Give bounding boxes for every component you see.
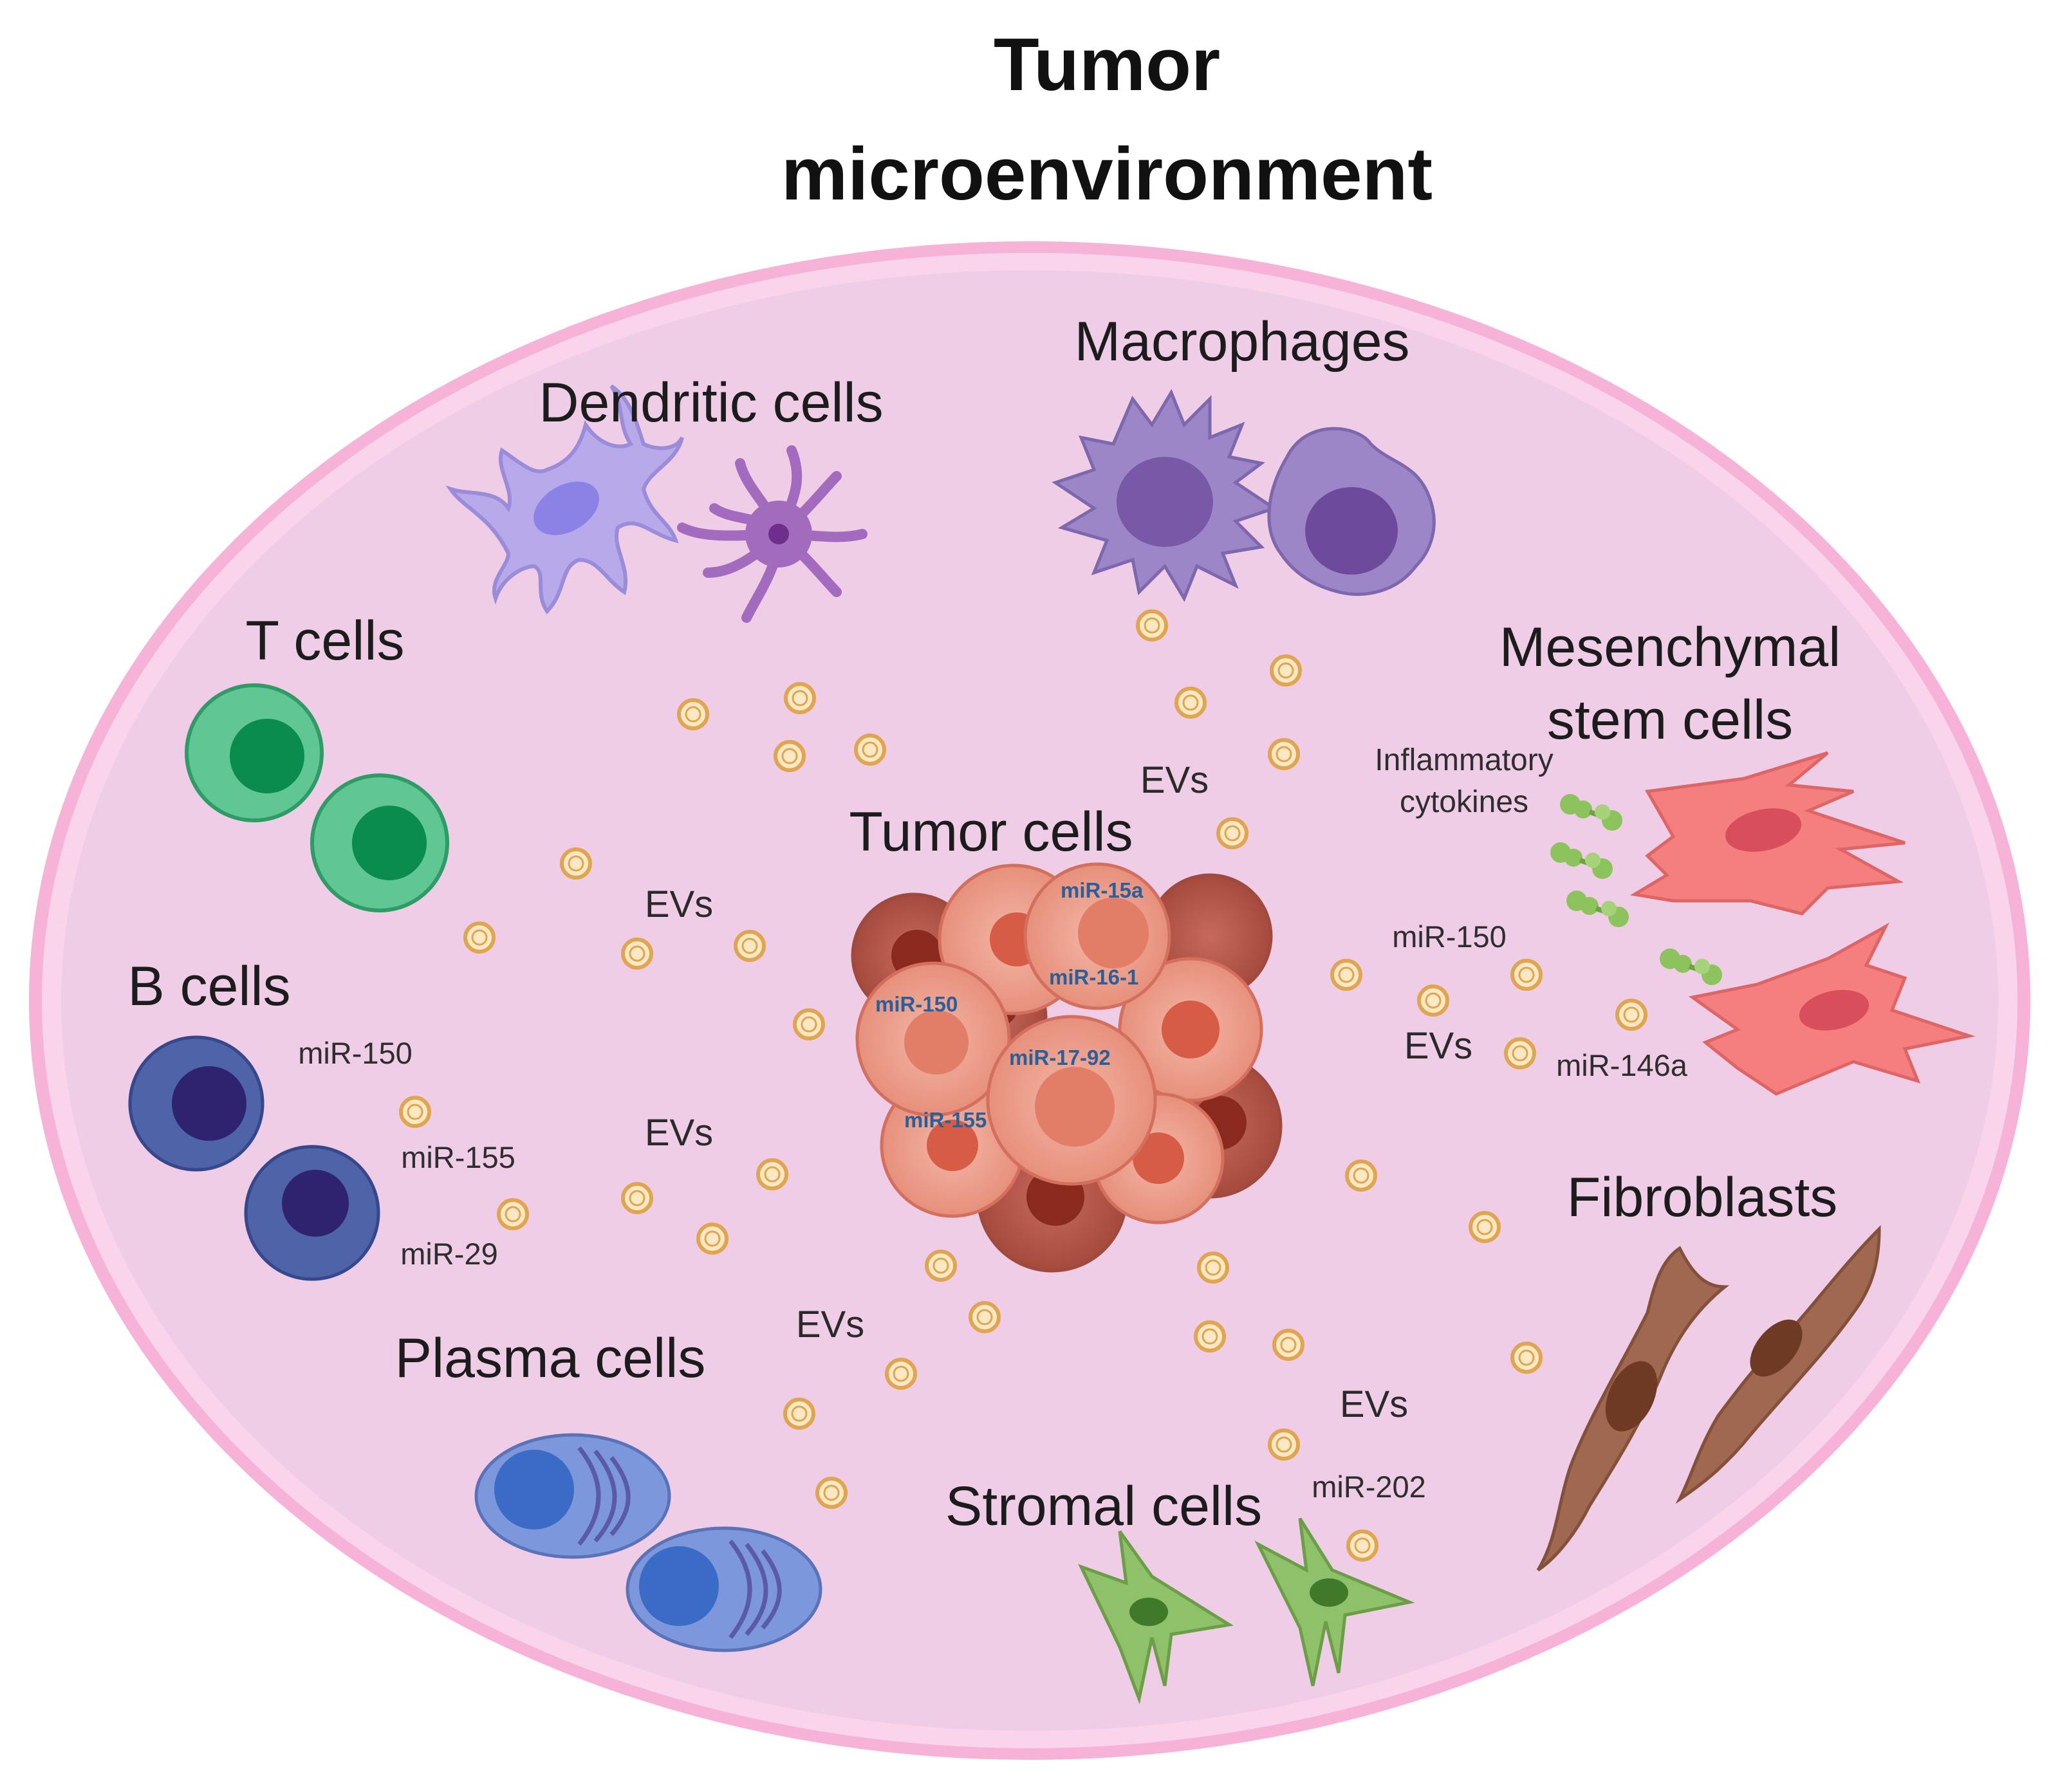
tumor-cell-center-top	[1023, 862, 1171, 1010]
t-cell-1	[185, 683, 324, 822]
stromal-cell-1	[1078, 1530, 1234, 1704]
tumor-cell-left	[855, 961, 1011, 1117]
vesicle	[560, 847, 592, 880]
label-msc-line-2: stem cells	[1547, 689, 1793, 751]
vesicle	[1510, 1342, 1543, 1374]
stromal-cell-2	[1254, 1517, 1415, 1686]
fibroblast-1	[1536, 1246, 1730, 1572]
tumor-cell-cluster	[851, 862, 1283, 1273]
tumor-mirna-label-4: miR-17-92	[1009, 1046, 1111, 1069]
cytokine-molecule-1	[1560, 794, 1622, 831]
cytokine-molecule-2	[1550, 842, 1613, 879]
vesicle	[1216, 817, 1248, 849]
vesicle	[1194, 1320, 1226, 1353]
vesicle	[1270, 654, 1302, 687]
vesicle	[1330, 959, 1362, 991]
vesicle	[677, 698, 709, 730]
cytokines-label-line-2: cytokines	[1400, 785, 1528, 819]
vesicle	[696, 1223, 728, 1255]
vesicle	[885, 1358, 917, 1390]
vesicle	[1272, 1329, 1304, 1361]
label-tumor-cells: Tumor cells	[849, 801, 1133, 863]
label-plasma-cells: Plasma cells	[395, 1327, 706, 1389]
vesicle	[774, 740, 806, 772]
tumor-mirna-label-3: miR-150	[875, 992, 958, 1016]
vesicle	[497, 1198, 529, 1230]
vesicle	[1174, 687, 1207, 719]
ev-label-upper-left: EVs	[645, 883, 713, 925]
vesicle	[925, 1250, 957, 1282]
vesicle	[621, 938, 653, 970]
vesicle	[793, 1008, 825, 1040]
vesicle	[1615, 999, 1647, 1031]
vesicle	[1469, 1211, 1501, 1243]
vesicle	[1197, 1252, 1229, 1284]
vesicle	[784, 682, 816, 714]
vesicle	[969, 1301, 1001, 1333]
extracellular-vesicles	[399, 609, 1647, 1562]
vesicle	[1510, 959, 1543, 991]
ev-label-left: EVs	[645, 1112, 713, 1154]
cytokines-label-line-1: Inflammatory	[1375, 743, 1553, 777]
b-cell-1	[128, 1035, 264, 1172]
t-cell-2	[310, 773, 449, 912]
b-cell-mirna-label-3: miR-29	[400, 1237, 497, 1271]
vesicle	[621, 1182, 653, 1214]
vesicle	[854, 734, 886, 766]
tumor-cell-center	[986, 1015, 1157, 1186]
label-b-cells: B cells	[127, 956, 290, 1017]
vesicle	[1504, 1037, 1536, 1069]
vesicle	[463, 921, 496, 954]
msc-cell-1	[1629, 751, 1906, 916]
b-cell-2	[244, 1145, 380, 1281]
ev-label-bottom-right: EVs	[1340, 1383, 1408, 1425]
vesicle	[815, 1477, 848, 1509]
vesicle	[783, 1398, 815, 1430]
vesicle	[1136, 609, 1168, 642]
stromal-mirna-label: miR-202	[1312, 1470, 1426, 1504]
label-fibroblasts: Fibroblasts	[1567, 1167, 1838, 1228]
vesicle	[756, 1158, 788, 1190]
msc-mirna-label-1: miR-150	[1392, 919, 1507, 954]
title-line-1: Tumor	[994, 23, 1220, 106]
ev-label-bottom-left: EVs	[796, 1304, 864, 1345]
dendritic-cell-2	[677, 445, 868, 623]
b-cell-mirna-label-2: miR-155	[401, 1140, 515, 1174]
vesicle	[399, 1096, 431, 1128]
label-t-cells: T cells	[246, 610, 405, 672]
label-macrophages: Macrophages	[1074, 311, 1409, 373]
vesicle	[1417, 984, 1449, 1017]
msc-mirna-label-2: miR-146a	[1556, 1048, 1688, 1082]
vesicle	[1345, 1159, 1377, 1192]
tumor-mirna-label-2: miR-16-1	[1049, 965, 1138, 989]
tumor-cell-2	[1118, 957, 1263, 1102]
plasma-cell-1	[474, 1433, 671, 1559]
vesicle	[1346, 1529, 1378, 1562]
cytokine-molecule-4	[1660, 948, 1722, 985]
fibroblast-2	[1675, 1224, 1881, 1504]
plasma-cell-2	[626, 1526, 822, 1652]
vesicle	[1268, 738, 1300, 770]
msc-cell-2	[1688, 922, 1976, 1096]
ev-label-right: EVs	[1404, 1025, 1472, 1067]
tumor-mirna-label-5: miR-155	[904, 1108, 987, 1132]
label-msc-line-1: Mesenchymal	[1499, 616, 1841, 678]
label-stromal-cells: Stromal cells	[945, 1475, 1262, 1537]
macrophage-2	[1267, 427, 1436, 596]
macrophage-1	[1052, 389, 1278, 602]
dendritic-cell-1	[445, 384, 684, 614]
ev-label-top-right: EVs	[1140, 759, 1209, 801]
title-line-2: microenvironment	[781, 132, 1433, 216]
cytokine-molecule-3	[1566, 891, 1629, 927]
vesicle	[734, 930, 766, 962]
b-cell-mirna-label-1: miR-150	[298, 1036, 413, 1070]
vesicle	[1268, 1428, 1300, 1461]
label-dendritic-cells: Dendritic cells	[539, 372, 883, 434]
tumor-mirna-label-1: miR-15a	[1061, 878, 1144, 902]
